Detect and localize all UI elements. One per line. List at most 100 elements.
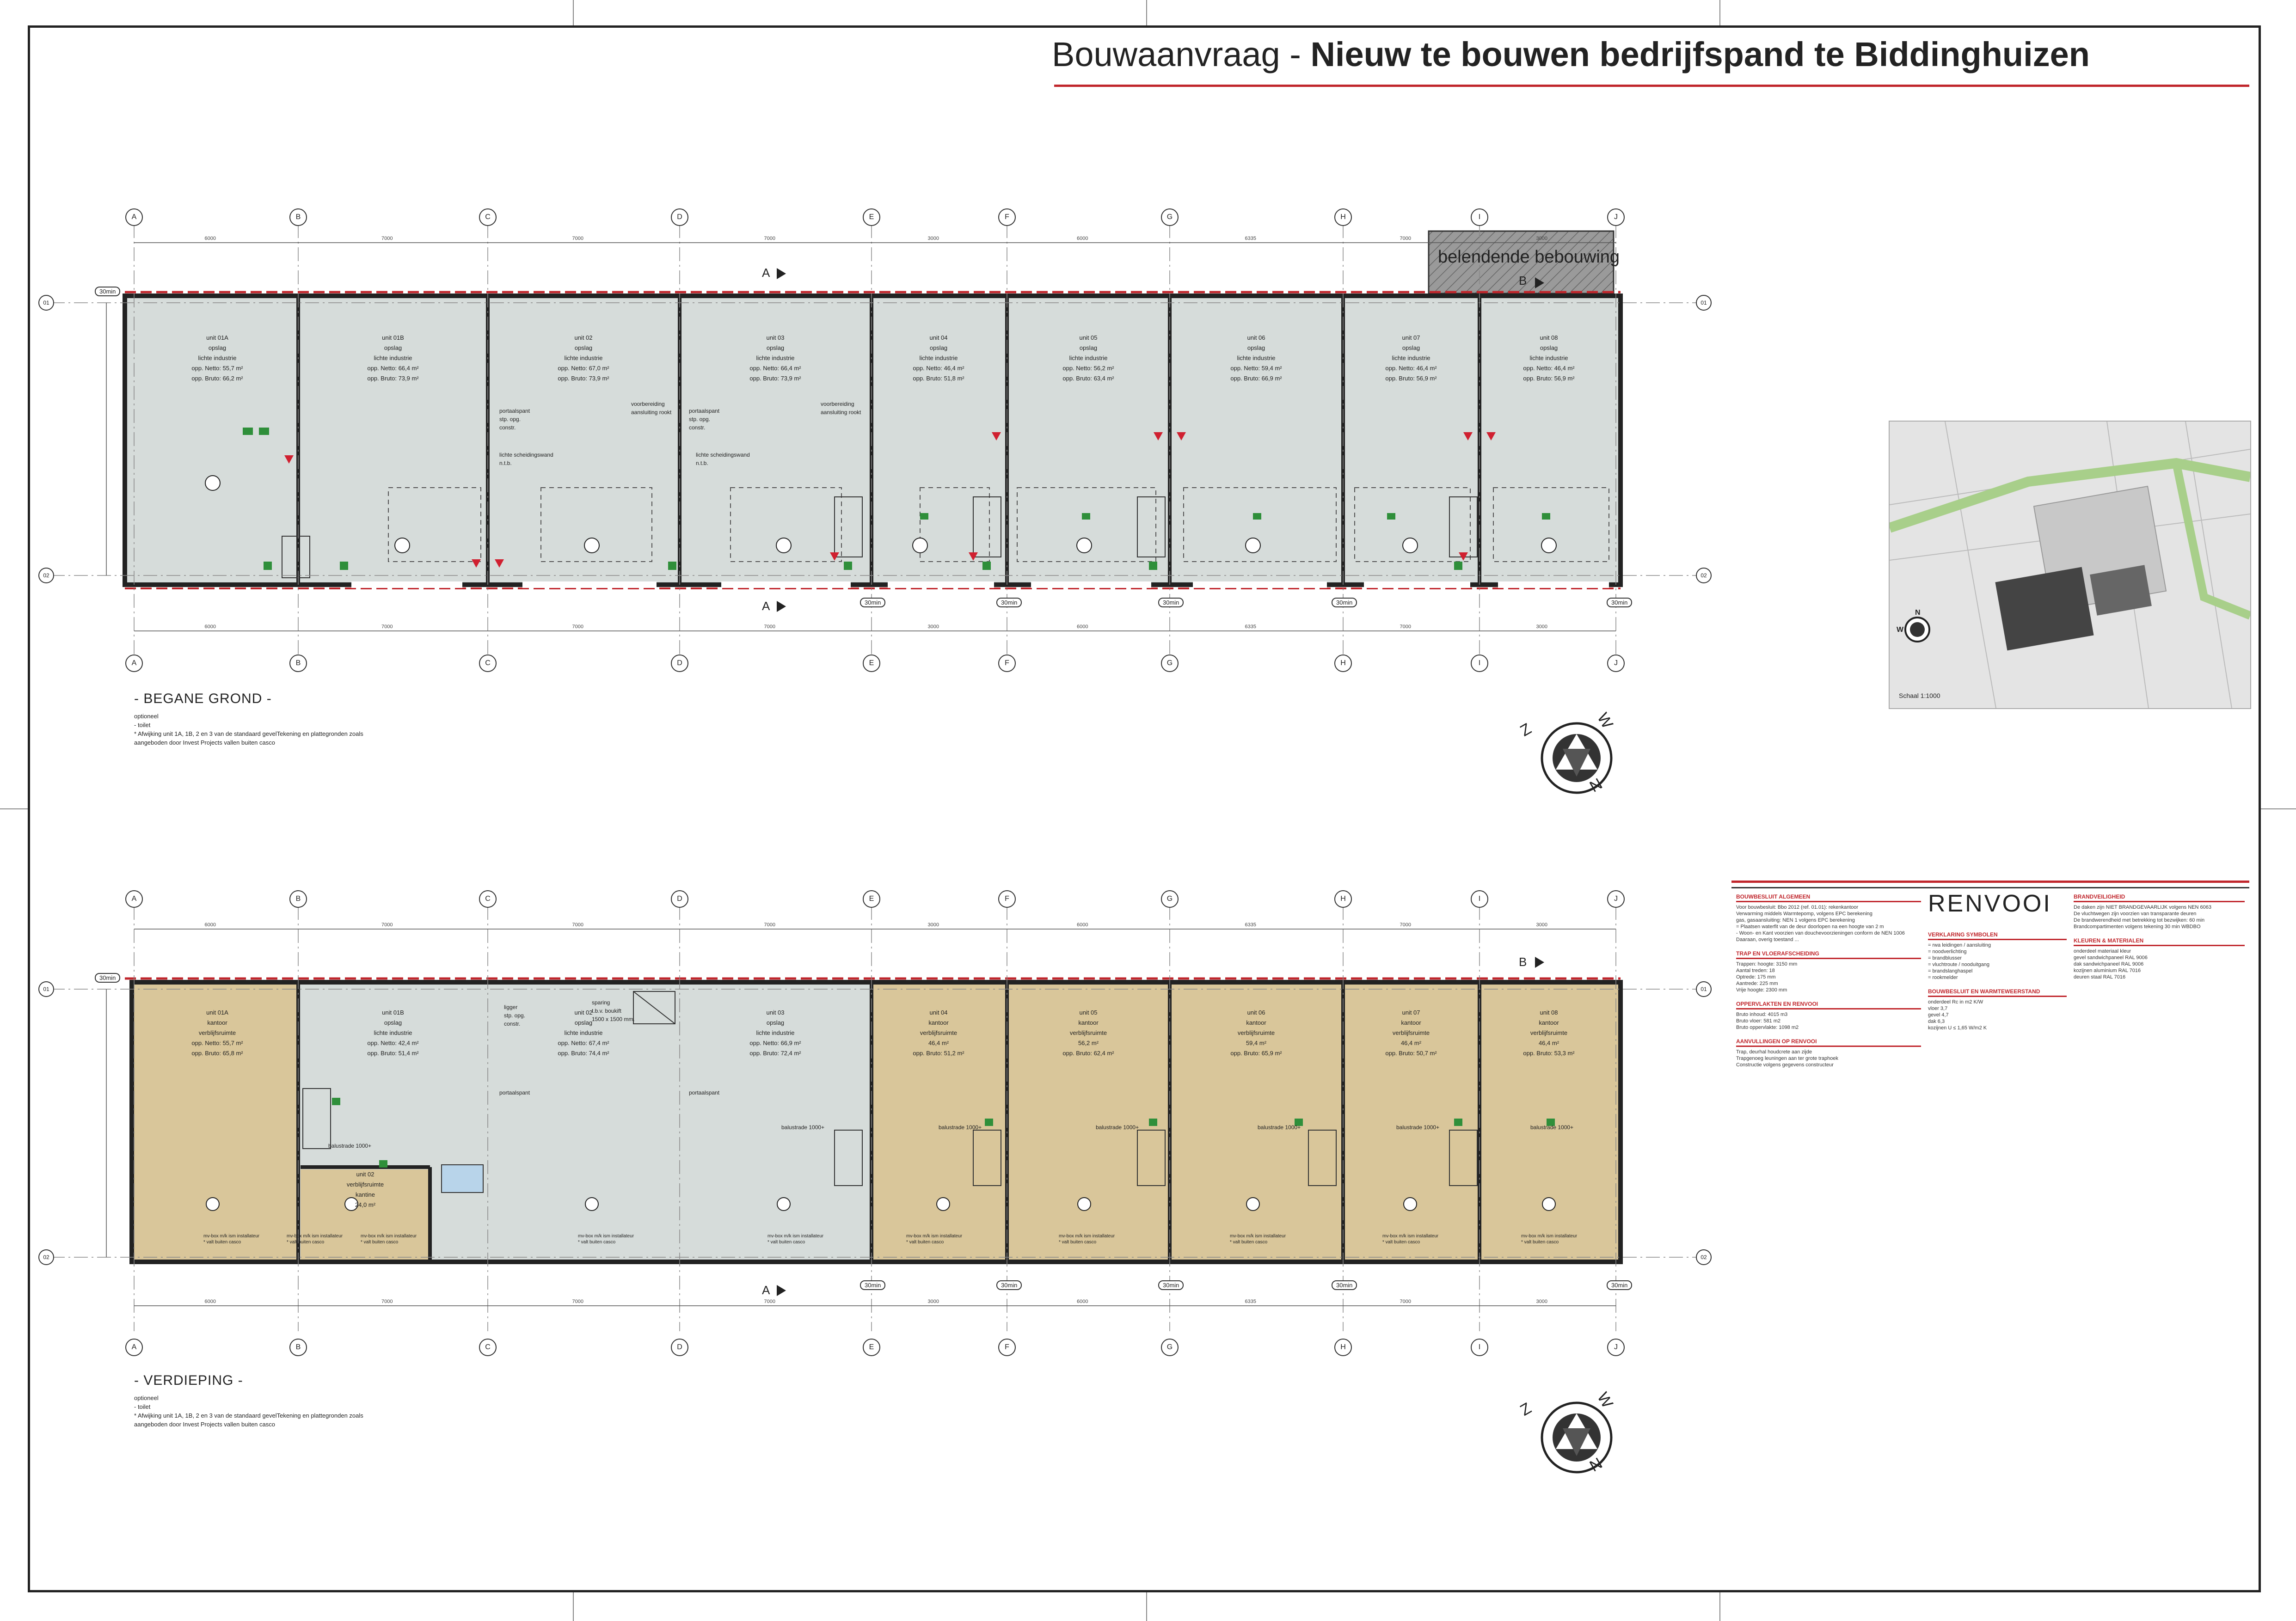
unit-label-line: lichte industrie xyxy=(756,355,795,361)
grid-dimension: 7000 xyxy=(764,1299,775,1304)
annotation-line: t.b.v. boukift xyxy=(592,1008,621,1014)
legend-line: De brandwerendheid met betrekking tot be… xyxy=(2074,918,2205,923)
fire-rating-label: 30min xyxy=(1607,1280,1633,1290)
unit-label-line: unit 01A xyxy=(206,1009,228,1016)
legend-line: Optrede: 175 mm xyxy=(1736,974,1776,980)
annotation-line: portaalspant xyxy=(689,408,720,414)
unit-label-line: unit 01A xyxy=(206,334,228,341)
unit-label-line: lichte industrie xyxy=(198,355,237,361)
grid-bubble-b: B xyxy=(289,208,307,226)
annotation-line: * valt buiten casco xyxy=(767,1240,805,1245)
grid-bubble-g: G xyxy=(1161,890,1179,908)
unit-label-line: opp. Bruto: 63,4 m² xyxy=(1062,375,1114,382)
grid-bubble-d: D xyxy=(671,1339,688,1356)
note-line: aangeboden door Invest Projects vallen b… xyxy=(134,1421,275,1428)
grid-dimension: 7000 xyxy=(1400,922,1411,928)
upper-floor-title: - VERDIEPING - xyxy=(134,1373,243,1388)
annotation-line: mv-box m/k ism installateur xyxy=(1382,1234,1439,1239)
neighbour-building xyxy=(1428,230,1615,294)
note-line: optioneel xyxy=(134,713,159,720)
unit-label-line: opp. Bruto: 51,8 m² xyxy=(913,375,964,382)
legend-line: dak sandwichpaneel RAL 9006 xyxy=(2074,961,2144,967)
unit-label-line: opp. Bruto: 53,3 m² xyxy=(1523,1050,1575,1057)
legend-line: onderdeel materiaal kleur xyxy=(2074,948,2131,954)
fire-rating-label: 30min xyxy=(996,1280,1022,1290)
unit-label-line: kantoor xyxy=(1078,1019,1099,1026)
unit-label-line: verblijfsruimte xyxy=(1237,1029,1275,1036)
legend-line: gevel 4,7 xyxy=(1928,1012,1949,1018)
room-label-line: 24,0 m² xyxy=(355,1201,376,1208)
title-underline xyxy=(1054,85,2249,87)
annotation-mv-box: mv-box m/k ism installateur* valt buiten… xyxy=(906,1233,962,1245)
unit-label-line: lichte industrie xyxy=(1529,355,1568,361)
unit-label-line: opp. Bruto: 50,7 m² xyxy=(1385,1050,1437,1057)
annotation-line: mv-box m/k ism installateur xyxy=(1059,1234,1115,1239)
unit-label-line: opp. Bruto: 51,4 m² xyxy=(367,1050,419,1057)
grid-dimension: 3000 xyxy=(1536,624,1547,630)
grid-dimension: 6000 xyxy=(1077,624,1088,630)
legend-middle-column: VERKLARING SYMBOLEN= rwa leidingen / aan… xyxy=(1928,931,2067,1039)
ground-floor-title: - BEGANE GROND - xyxy=(134,691,272,706)
grid-dimension: 6000 xyxy=(204,922,216,928)
grid-dimension: 6000 xyxy=(1077,922,1088,928)
compass-n: N xyxy=(1915,609,1921,617)
legend-line: Trappen: hoogte: 3150 mm xyxy=(1736,961,1798,967)
unit-label-line: unit 03 xyxy=(766,1009,785,1016)
legend-line: Bruto inhoud: 4015 m3 xyxy=(1736,1012,1788,1017)
fire-rating-label: 30min xyxy=(1332,1280,1357,1290)
grid-bubble-h: H xyxy=(1334,655,1352,672)
grid-bubble-j: J xyxy=(1607,890,1625,908)
legend-line: Voor bouwbesluit: Bbo 2012 (ref. 01.01):… xyxy=(1736,905,1859,910)
unit-label-line: unit 04 xyxy=(929,1009,948,1016)
fire-rating-label: 30min xyxy=(1332,598,1357,607)
legend-line: Bruto vloer: 581 m2 xyxy=(1736,1018,1780,1024)
grid-dimension: 6335 xyxy=(1245,236,1256,241)
annotation-line: lichte scheidingswand xyxy=(696,452,750,458)
grid-bubble-f: F xyxy=(998,890,1016,908)
unit-label-line: opp. Bruto: 66,2 m² xyxy=(191,375,243,382)
grid-dimension: 7000 xyxy=(1400,1299,1411,1304)
unit-label-line: opp. Netto: 59,4 m² xyxy=(1230,365,1282,372)
grid-bubble-c: C xyxy=(479,1339,497,1356)
annotation-line: aansluiting rookt xyxy=(631,409,672,416)
unit-label-line: opp. Netto: 56,2 m² xyxy=(1062,365,1114,372)
neighbour-label: belendende bebouwing xyxy=(1438,247,1620,267)
unit-label-line: opslag xyxy=(1540,344,1558,351)
unit-label-line: opp. Bruto: 65,8 m² xyxy=(191,1050,243,1057)
section-arrow-a-top xyxy=(777,268,786,279)
legend-line: = brandblusser xyxy=(1928,955,1962,961)
annotation-sparing: sparing t.b.v. boukift 1500 x 1500 mm. xyxy=(592,998,635,1023)
grid-dimension: 3000 xyxy=(1536,922,1547,928)
grid-bubble-b: B xyxy=(289,1339,307,1356)
unit-label-line: kantoor xyxy=(207,1019,227,1026)
unit-label-line: 46,4 m² xyxy=(1400,1040,1422,1046)
unit-label-line: unit 07 xyxy=(1402,1009,1420,1016)
legend-line: Verwarming middels Warmtepomp, volgens E… xyxy=(1736,911,1872,917)
grid-bubble-h: H xyxy=(1334,1339,1352,1356)
unit-label-line: opp. Netto: 66,4 m² xyxy=(367,365,419,372)
grid-bubble-h: H xyxy=(1334,208,1352,226)
annotation-mv-box: mv-box m/k ism installateur* valt buiten… xyxy=(578,1233,634,1245)
annotation-mv-box: mv-box m/k ism installateur* valt buiten… xyxy=(1230,1233,1286,1245)
legend-line: dak 6,3 xyxy=(1928,1019,1945,1024)
note-line: - toilet xyxy=(134,722,151,728)
annotation-line: * valt buiten casco xyxy=(1521,1240,1559,1245)
annotation-mv-box: mv-box m/k ism installateur* valt buiten… xyxy=(1059,1233,1115,1245)
grid-dimension: 3000 xyxy=(1536,236,1547,241)
unit-label-line: unit 08 xyxy=(1540,334,1558,341)
unit-label-line: opp. Netto: 67,0 m² xyxy=(558,365,609,372)
annotation-line: stp. opg. xyxy=(689,416,711,422)
unit-label-line: lichte industrie xyxy=(1237,355,1276,361)
section-arrow-a-bottom xyxy=(777,601,786,612)
legend-line: Brandcompartimenten volgens tekening 30 … xyxy=(2074,924,2201,930)
note-line: - toilet xyxy=(134,1403,151,1410)
ground-notes: optioneel - toilet * Afwijking unit 1A, … xyxy=(134,712,363,747)
